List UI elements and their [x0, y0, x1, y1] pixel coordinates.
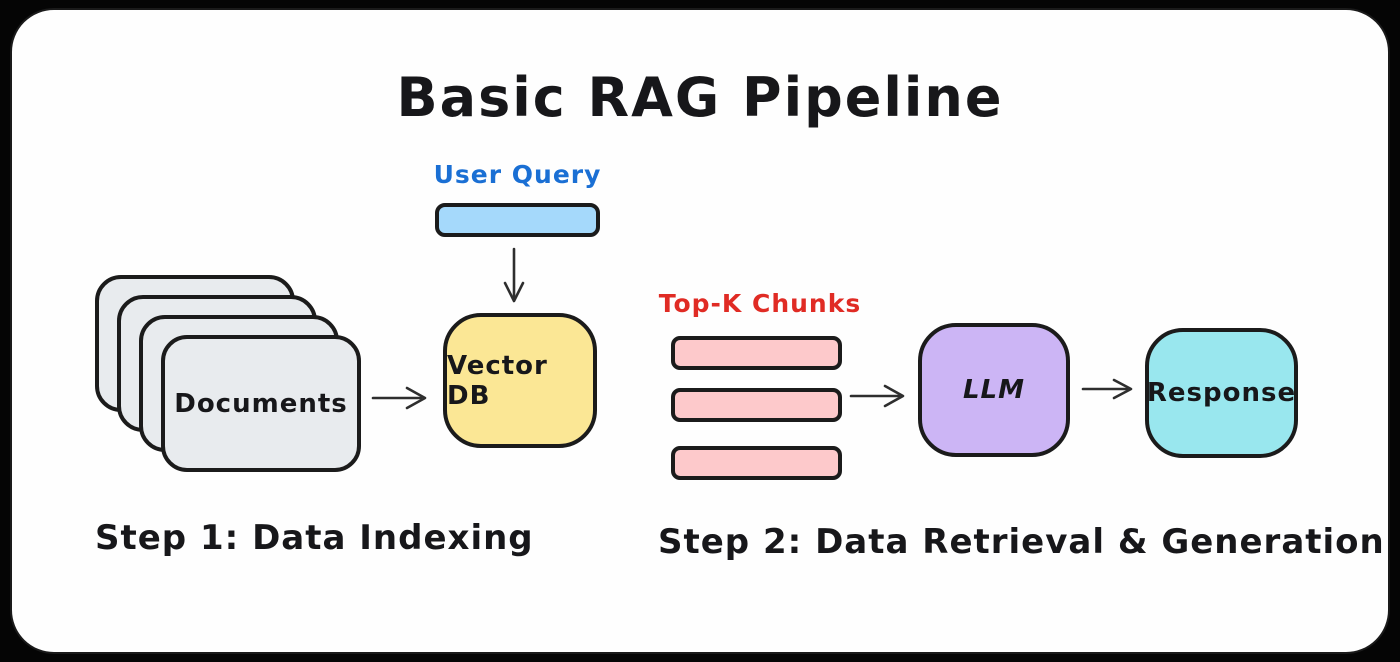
- vector-db-node: Vector DB: [443, 313, 597, 448]
- chunk-bar: [671, 446, 842, 480]
- top-k-chunks-label: Top-K Chunks: [658, 289, 862, 318]
- llm-label: LLM: [962, 375, 1025, 405]
- step-2-caption: Step 2: Data Retrieval & Generation: [658, 522, 1385, 562]
- arrow-right-icon: [1081, 374, 1137, 404]
- arrow-right-icon: [371, 383, 431, 413]
- llm-node: LLM: [918, 323, 1070, 457]
- arrow-down-icon: [498, 247, 530, 307]
- arrow-right-icon: [849, 381, 909, 411]
- chunk-bar: [671, 336, 842, 370]
- user-query-label: User Query: [433, 160, 602, 189]
- response-node: Response: [1145, 328, 1298, 458]
- chunk-bar: [671, 388, 842, 422]
- response-label: Response: [1146, 378, 1297, 408]
- step-1-caption: Step 1: Data Indexing: [95, 518, 534, 558]
- documents-node: Documents: [161, 335, 361, 472]
- user-query-bar: [435, 203, 600, 237]
- documents-label: Documents: [174, 388, 348, 419]
- vector-db-label: Vector DB: [447, 350, 548, 411]
- diagram-title: Basic RAG Pipeline: [396, 66, 1004, 129]
